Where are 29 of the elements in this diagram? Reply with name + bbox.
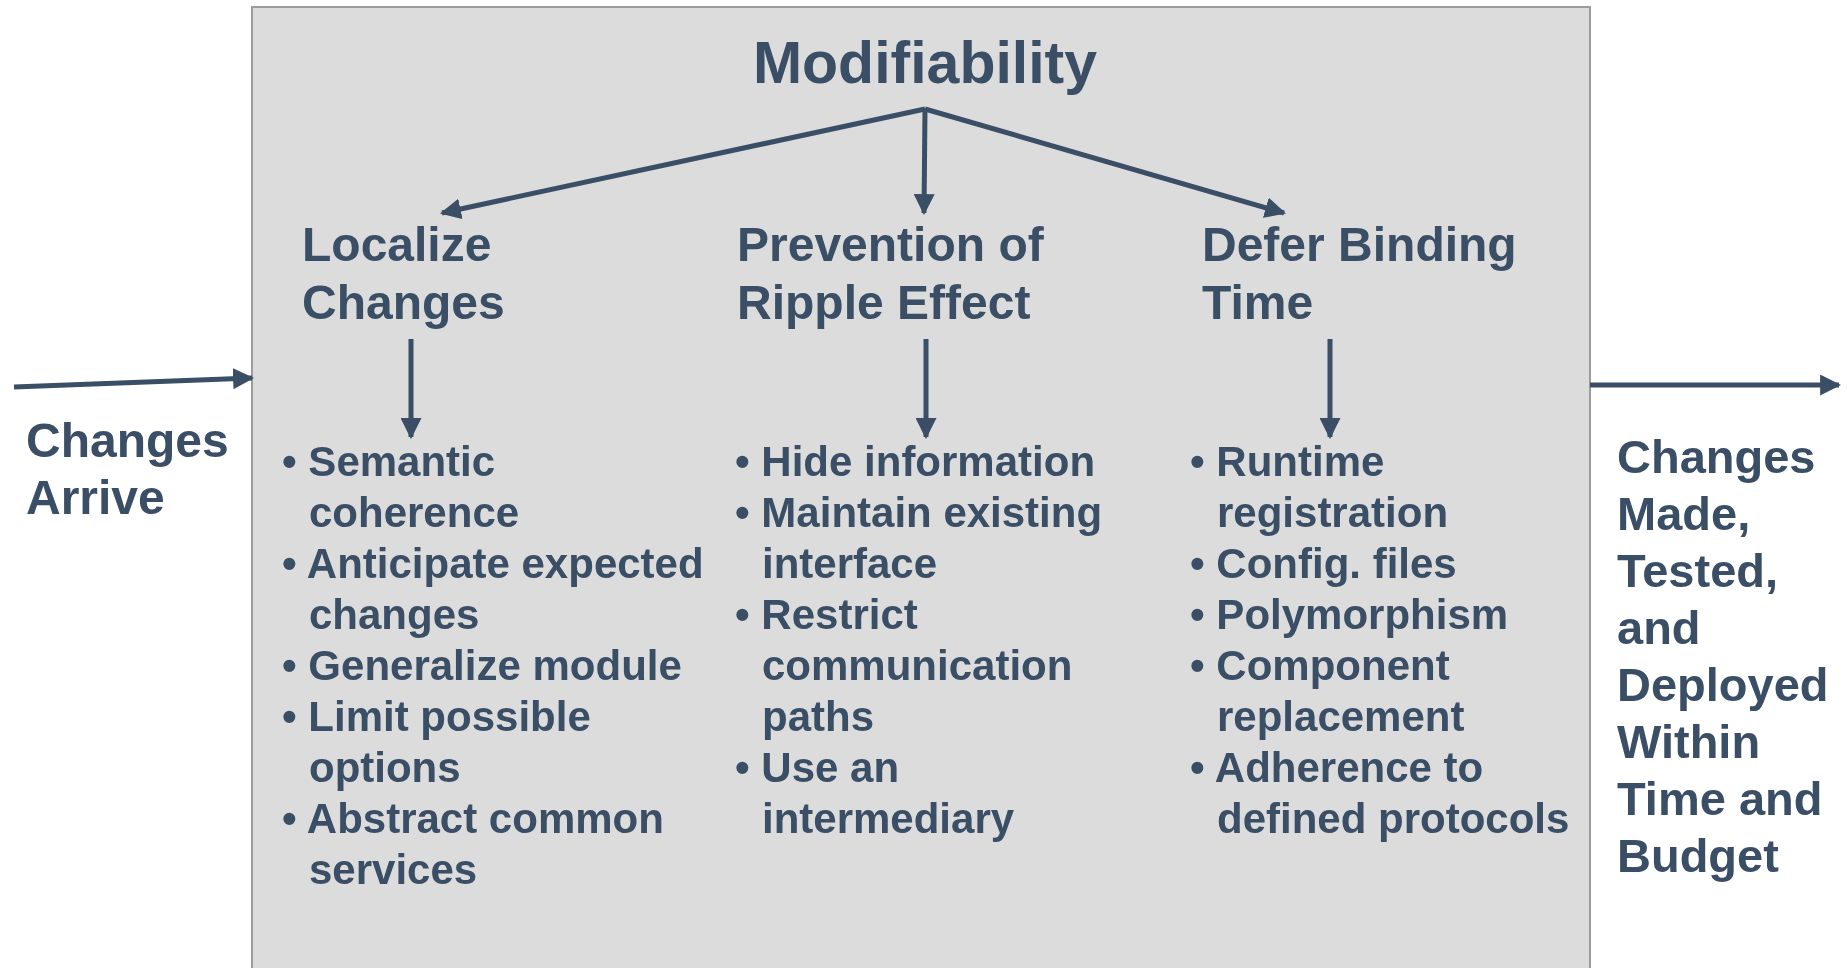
arrow — [1319, 339, 1341, 440]
tactic-item: • Abstract common services — [282, 794, 665, 895]
tactic-item: • Semantic coherence — [282, 437, 521, 538]
tactic-item: • Runtime registration — [1190, 437, 1450, 538]
tactic-item: • Config. files — [1190, 539, 1458, 589]
output-text: Changes Made, Tested, and Deployed Within Time and Budget — [1617, 429, 1830, 884]
tactic-item: • Use an intermediary — [735, 743, 1016, 844]
arrow — [439, 106, 926, 220]
arrow — [924, 106, 1286, 218]
container-panel — [251, 6, 1591, 968]
tactic-item: • Restrict communication paths — [735, 590, 1074, 742]
arrow — [1590, 374, 1842, 396]
heading-text: Modifiability — [751, 29, 1099, 98]
input-text: Changes Arrive — [26, 413, 230, 526]
arrow — [915, 339, 937, 440]
tactic-item: • Component replacement — [1190, 641, 1466, 742]
tactic-item: • Anticipate expected changes — [282, 539, 705, 640]
arrow — [13, 368, 255, 390]
tactic-item: • Limit possible options — [282, 692, 592, 793]
tactic-item: • Generalize module — [282, 641, 683, 691]
arrow — [913, 108, 935, 216]
tactic-item: • Adherence to defined protocols — [1190, 743, 1571, 844]
tactic-item: • Maintain existing interface — [735, 488, 1104, 589]
category-text: Prevention of Ripple Effect — [737, 217, 1045, 331]
category-text: Localize Changes — [302, 217, 506, 331]
tactic-item: • Polymorphism — [1190, 590, 1510, 640]
category-text: Defer Binding Time — [1202, 217, 1518, 331]
arrow — [400, 339, 422, 440]
tactic-item: • Hide information — [735, 437, 1097, 487]
